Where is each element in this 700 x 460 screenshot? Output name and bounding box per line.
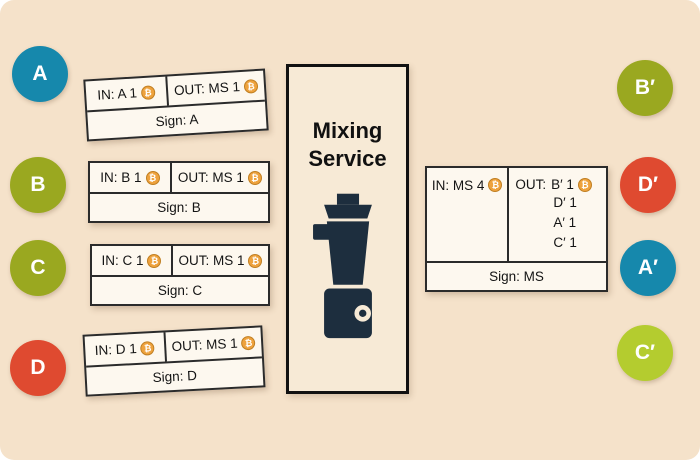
- tx-out-text: B′ 1: [551, 177, 574, 192]
- tx-out-text: OUT: MS 1: [171, 335, 239, 355]
- user-circle-d-prime: D′: [620, 157, 676, 213]
- user-circle-c: C: [10, 240, 66, 296]
- tx-out-text: OUT: MS 1: [178, 253, 245, 268]
- user-label-d: D: [30, 356, 46, 379]
- user-label-b-prime: B′: [634, 76, 656, 99]
- tx-in-cell: IN: A 1 ₿: [85, 76, 169, 111]
- user-label-c-prime: C′: [634, 341, 656, 364]
- bitcoin-coin-icon: ₿: [577, 177, 592, 192]
- title-line-1: Mixing: [312, 118, 383, 143]
- tx-sign: Sign: MS: [489, 269, 544, 284]
- bitcoin-coin-icon: ₿: [241, 335, 256, 350]
- tx-out-cell: OUT: MS 1 ₿: [173, 246, 268, 275]
- transaction-header-row: IN: B 1 ₿ OUT: MS 1 ₿: [90, 163, 268, 194]
- tx-out-line: A′ 1: [553, 215, 577, 230]
- bitcoin-coin-icon: ₿: [243, 78, 259, 94]
- tx-in-text: IN: A 1: [96, 85, 138, 103]
- tx-in-text: IN: C 1: [101, 253, 144, 268]
- transaction-card-d: IN: D 1 ₿ OUT: MS 1 ₿ Sign: D: [82, 325, 266, 397]
- user-circle-b: B: [10, 157, 66, 213]
- bitcoin-coin-icon: ₿: [247, 170, 262, 185]
- tx-out-cell: OUT: MS 1 ₿: [172, 163, 268, 192]
- tx-out-text: OUT: MS 1: [173, 79, 241, 99]
- tx-in-text: IN: B 1: [100, 170, 142, 185]
- tx-out-label: OUT:: [515, 177, 547, 192]
- tx-out-line: OUT: B′ 1 ₿: [515, 177, 592, 192]
- user-circle-a-prime: A′: [620, 240, 676, 296]
- transaction-card-b: IN: B 1 ₿ OUT: MS 1 ₿ Sign: B: [88, 161, 270, 223]
- user-label-c: C: [30, 256, 46, 279]
- transaction-header-row: IN: C 1 ₿ OUT: MS 1 ₿: [92, 246, 268, 277]
- mixing-service-box: Mixing Service: [286, 64, 409, 394]
- user-label-a: A: [32, 62, 48, 85]
- user-circle-c-prime: C′: [617, 325, 673, 381]
- bitcoin-coin-icon: ₿: [140, 84, 156, 100]
- tx-in-text: IN: MS 4: [431, 178, 485, 193]
- transaction-header-row: IN: MS 4 ₿ OUT: B′ 1 ₿ D′ 1 A′ 1 C′ 1: [427, 168, 606, 263]
- user-label-b: B: [30, 173, 46, 196]
- bitcoin-coin-icon: ₿: [145, 170, 160, 185]
- tx-in-cell: IN: B 1 ₿: [90, 163, 172, 192]
- tx-out-line: C′ 1: [553, 235, 577, 250]
- bitcoin-coin-icon: ₿: [147, 253, 162, 268]
- tx-in-cell: IN: D 1 ₿: [84, 332, 167, 366]
- title-line-2: Service: [308, 146, 387, 171]
- mixing-service-title: Mixing Service: [308, 117, 386, 173]
- tx-in-cell: IN: MS 4 ₿: [427, 168, 510, 261]
- tx-out-text: OUT: MS 1: [177, 170, 244, 185]
- user-label-d-prime: D′: [637, 173, 659, 196]
- bitcoin-coin-icon: ₿: [140, 340, 156, 356]
- bitcoin-coin-icon: ₿: [488, 178, 503, 192]
- tx-in-cell: IN: C 1 ₿: [92, 246, 173, 275]
- tx-sign: Sign: B: [157, 200, 201, 215]
- user-label-a-prime: A′: [637, 256, 659, 279]
- transaction-card-c: IN: C 1 ₿ OUT: MS 1 ₿ Sign: C: [90, 244, 270, 306]
- user-circle-a: A: [12, 46, 68, 102]
- blender-icon: [312, 193, 372, 339]
- tx-out-cell: OUT: MS 1 ₿: [165, 327, 261, 361]
- tx-out-cell: OUT: MS 1 ₿: [167, 71, 265, 106]
- user-circle-d: D: [10, 340, 66, 396]
- user-circle-b-prime: B′: [617, 60, 673, 116]
- mix-transaction-card: IN: MS 4 ₿ OUT: B′ 1 ₿ D′ 1 A′ 1 C′ 1 Si…: [425, 166, 608, 292]
- bitcoin-coin-icon: ₿: [248, 253, 263, 268]
- tx-out-line: D′ 1: [553, 195, 577, 210]
- tx-sign: Sign: C: [157, 283, 203, 298]
- transaction-card-a: IN: A 1 ₿ OUT: MS 1 ₿ Sign: A: [83, 68, 269, 142]
- tx-out-cell: OUT: B′ 1 ₿ D′ 1 A′ 1 C′ 1: [509, 168, 606, 261]
- tx-in-text: IN: D 1: [94, 340, 138, 359]
